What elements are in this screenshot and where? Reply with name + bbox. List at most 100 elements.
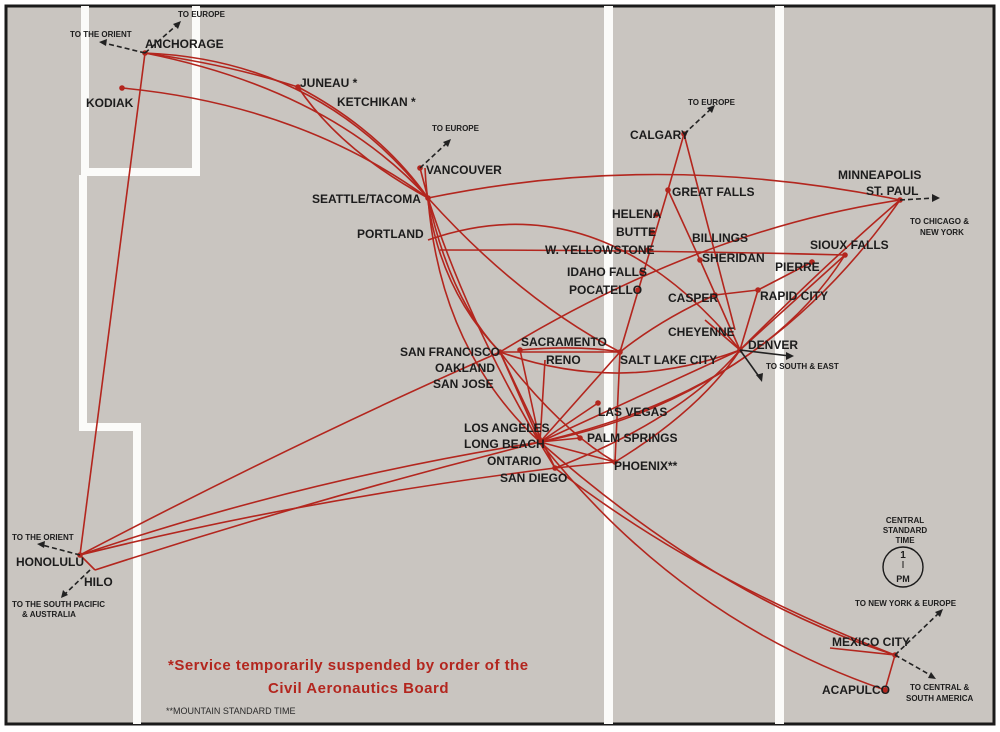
city-dot (882, 687, 888, 693)
city-labels: ANCHORAGE KODIAK JUNEAU * KETCHIKAN * VA… (16, 37, 921, 697)
label-sheridan: SHERIDAN (702, 251, 765, 265)
route-la-lasvegas (539, 402, 599, 443)
route-kodiak-seattle (121, 87, 429, 199)
city-dot (595, 400, 601, 406)
label-san-francisco: SAN FRANCISCO (400, 345, 500, 359)
route-sd-denver (554, 349, 741, 469)
footnotes: *Service temporarily suspended by order … (166, 657, 528, 716)
arrow-mexicocity-central (894, 654, 933, 677)
route-seattle-la (427, 197, 541, 443)
city-dot (712, 292, 718, 298)
note-vancouver-europe: TO EUROPE (432, 124, 480, 133)
route-seattle-minneapolis (427, 173, 901, 201)
label-palm-springs: PALM SPRINGS (587, 431, 677, 445)
route-anchorage-juneau (144, 52, 299, 88)
label-pierre: PIERRE (775, 260, 820, 274)
arrowhead (756, 373, 763, 382)
route-rapid-pierre (757, 261, 813, 291)
route-sd-mexicocity (554, 467, 896, 656)
label-butte: BUTTE (616, 225, 656, 239)
arrow-anchorage-europe (144, 23, 179, 54)
route-sacramento-la (519, 349, 541, 443)
city-dot (517, 347, 523, 353)
route-la-hilo (94, 441, 541, 571)
arrow-vancouver-europe (419, 141, 449, 169)
note-honolulu-orient: TO THE ORIENT (12, 533, 74, 542)
note-central-1: TO CENTRAL & (910, 683, 969, 692)
city-dot (635, 287, 641, 293)
note-ny-europe: TO NEW YORK & EUROPE (855, 599, 957, 608)
arrow-anchorage-orient (103, 42, 146, 54)
label-honolulu: HONOLULU (16, 555, 84, 569)
clock-caption-3: TIME (895, 536, 915, 545)
note-chicago-1: TO CHICAGO & (910, 217, 969, 226)
arrowhead (932, 194, 940, 202)
label-st-paul: ST. PAUL (866, 184, 918, 198)
label-vancouver: VANCOUVER (426, 163, 502, 177)
arrowhead (99, 39, 107, 46)
clock-face (882, 546, 924, 588)
route-sf-minneapolis (499, 199, 901, 353)
city-dot (645, 247, 651, 253)
footnote-line-3: **MOUNTAIN STANDARD TIME (166, 706, 296, 716)
route-slc-casper (619, 294, 716, 353)
route-phoenix-denver (614, 349, 741, 463)
label-cheyenne: CHEYENNE (668, 325, 735, 339)
route-denver-rapid (739, 289, 759, 351)
city-dot (552, 465, 558, 471)
label-kodiak: KODIAK (86, 96, 134, 110)
label-calgary: CALGARY (630, 128, 689, 142)
arrowhead (935, 609, 943, 617)
label-long-beach: LONG BEACH (464, 437, 545, 451)
label-los-angeles: LOS ANGELES (464, 421, 550, 435)
route-sacramento-slc (519, 347, 621, 353)
city-dot (697, 257, 703, 263)
route-la-honolulu (79, 441, 541, 556)
route-anchorage-seattle-2 (144, 52, 429, 199)
city-dot (653, 212, 659, 218)
city-dot (425, 195, 431, 201)
label-acapulco: ACAPULCO (822, 683, 890, 697)
arrowhead (707, 105, 715, 113)
arrow-mexicocity-ny (894, 611, 941, 656)
arrowhead (61, 590, 68, 598)
route-notes: TO EUROPE TO THE ORIENT TO EUROPE TO EUR… (12, 10, 973, 703)
note-south-east: TO SOUTH & EAST (766, 362, 839, 371)
arrow-hilo-south-pacific (63, 569, 91, 596)
note-anchorage-europe: TO EUROPE (178, 10, 226, 19)
label-helena: HELENA (612, 207, 662, 221)
label-denver: DENVER (748, 338, 798, 352)
label-salt-lake-city: SALT LAKE CITY (620, 353, 717, 367)
label-san-jose: SAN JOSE (433, 377, 494, 391)
arrowhead (443, 139, 451, 147)
route-la-slc (539, 351, 621, 443)
route-portland-denver (427, 223, 741, 351)
label-san-diego: SAN DIEGO (500, 471, 567, 485)
route-seattle-slc (427, 197, 621, 353)
label-ketchikan: KETCHIKAN * (337, 95, 416, 109)
route-calgary-greatfalls (667, 133, 685, 191)
route-sf-honolulu (79, 351, 501, 556)
route-denver-siouxfalls (739, 254, 846, 351)
label-las-vegas: LAS VEGAS (598, 405, 667, 419)
city-dot (639, 269, 645, 275)
route-acapulco-mexicocity-2 (829, 647, 896, 656)
route-billings-denver (699, 259, 741, 351)
label-rapid-city: RAPID CITY (760, 289, 828, 303)
route-sf-denver (499, 349, 741, 374)
arrowhead (928, 672, 936, 679)
arrowhead (786, 352, 794, 360)
route-la-phoenix (539, 441, 616, 463)
city-dot (577, 435, 583, 441)
note-calgary-europe: TO EUROPE (688, 98, 736, 107)
city-dot (119, 85, 125, 91)
route-denver-cheyenne (704, 319, 741, 351)
arrow-calgary-europe (683, 107, 713, 135)
label-minneapolis: MINNEAPOLIS (838, 168, 921, 182)
city-dot (665, 187, 671, 193)
label-phoenix: PHOENIX** (614, 459, 678, 473)
city-dot (649, 229, 655, 235)
map-background (4, 4, 996, 726)
arrowhead (37, 541, 45, 548)
route-juneau-seattle (297, 86, 429, 199)
